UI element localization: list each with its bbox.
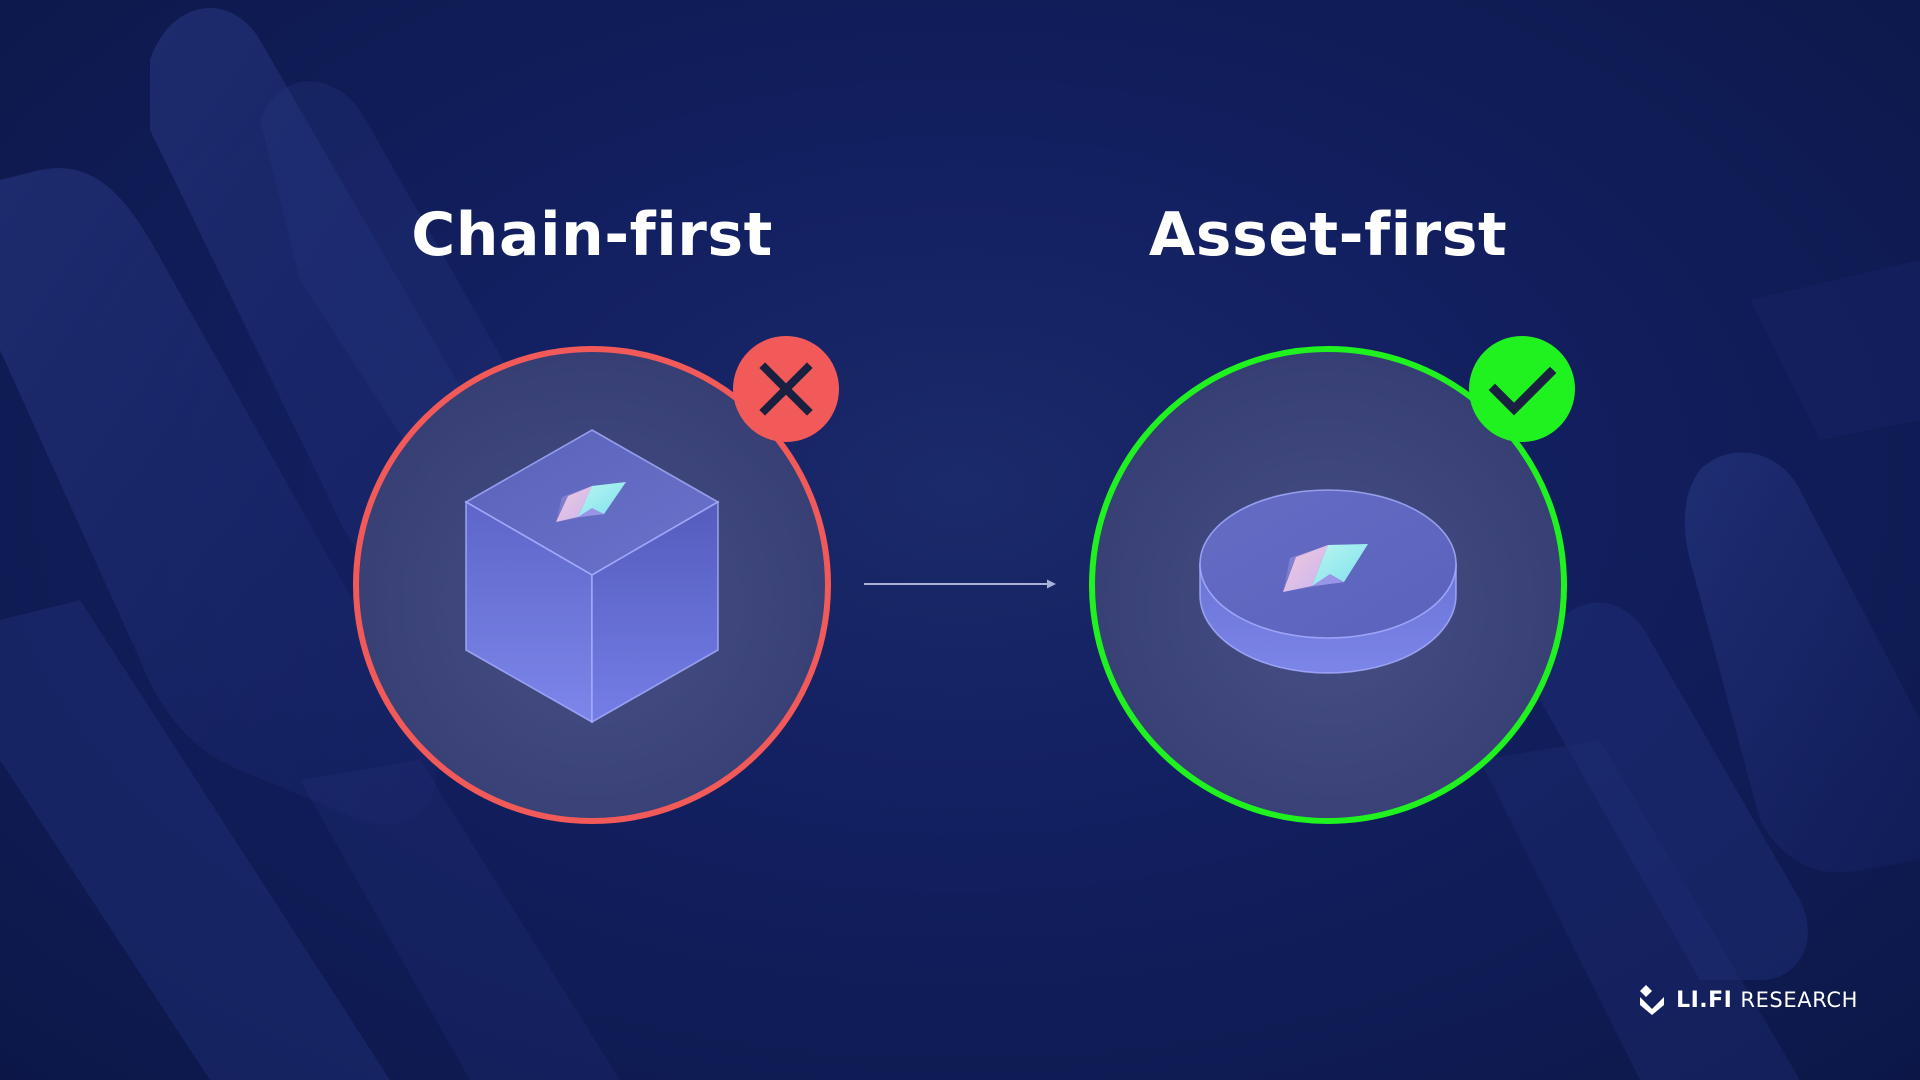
cube-icon xyxy=(464,429,720,724)
ethereum-icon xyxy=(556,482,626,522)
lifi-logo-icon xyxy=(1640,985,1665,1015)
coin-icon xyxy=(1199,489,1457,674)
background-ribbon xyxy=(0,600,390,1080)
rejected-badge xyxy=(733,336,839,442)
background-ribbon xyxy=(1540,602,1808,980)
ethereum-icon xyxy=(1283,544,1368,592)
background-ribbon xyxy=(1480,740,1800,1080)
asset-first-panel xyxy=(1089,336,1575,824)
background-ribbon xyxy=(300,760,620,1080)
check-icon xyxy=(1488,366,1557,416)
chain-first-title: Chain-first xyxy=(411,200,773,270)
background-ribbon xyxy=(1684,452,1920,873)
background-ribbon xyxy=(1750,260,1920,440)
brand-name: LI.FI xyxy=(1676,987,1733,1013)
approved-badge xyxy=(1469,336,1575,442)
background-ribbon xyxy=(0,168,437,825)
asset-first-title: Asset-first xyxy=(1148,200,1508,270)
close-icon xyxy=(759,362,813,416)
chain-first-panel xyxy=(353,336,839,824)
arrow-right-icon xyxy=(864,579,1056,589)
brand-mark: LI.FI RESEARCH xyxy=(1638,982,1858,1018)
brand-suffix: RESEARCH xyxy=(1740,988,1858,1012)
